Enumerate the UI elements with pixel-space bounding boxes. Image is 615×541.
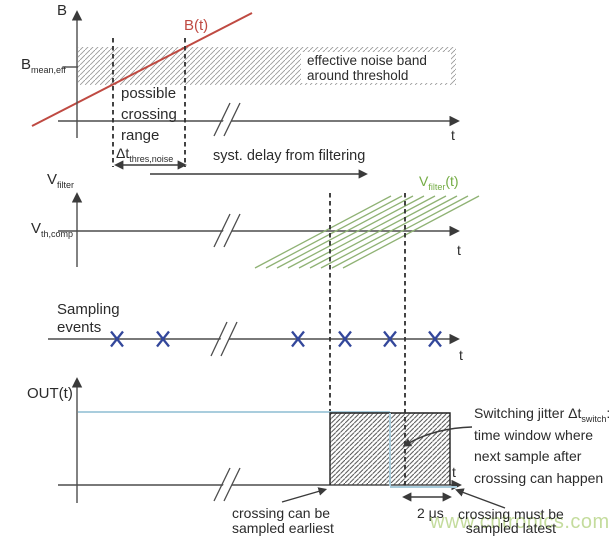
earliest-label: crossing can be sampled earliest	[232, 505, 334, 536]
vfilter-threshold-label: Vth,comp	[31, 220, 74, 239]
delay-label: syst. delay from filtering	[213, 148, 366, 164]
out-t-label: t	[452, 464, 456, 480]
latest-label: crossing must be sampled latest	[458, 506, 564, 536]
vfilter-t-label: t	[457, 242, 461, 258]
b-axis-break-gap	[216, 103, 240, 136]
b-axis-label: B	[57, 2, 68, 19]
interval-label: 2 μs	[417, 505, 444, 521]
out-axis-label: OUT(t)	[27, 385, 73, 402]
crossing-range-label: possible crossing range	[121, 85, 177, 144]
latest-leader	[455, 488, 506, 509]
sampling-axis-break-gap	[213, 322, 237, 355]
sampling-axis-break	[210, 321, 228, 357]
earliest-leader	[281, 487, 328, 503]
vfilter-axis-label: Vfilter	[47, 171, 75, 190]
out-axis-break	[213, 467, 231, 502]
vfilter-signal-bundle	[254, 195, 480, 269]
out-axis-break-gap	[216, 467, 240, 500]
sampling-label: Sampling events	[57, 301, 120, 336]
noise-band-label-bg	[301, 52, 451, 83]
noise-band-label: effective noise band around threshold	[307, 53, 427, 83]
sampling-t-label: t	[459, 347, 463, 363]
b-threshold-label: Bmean,eff	[21, 56, 66, 75]
vfilter-axis-break-gap	[216, 213, 240, 246]
jitter-label: Δtthres,noise	[116, 145, 174, 164]
switching-jitter-label: Switching jitter Δtswitch: time window w…	[474, 405, 611, 486]
b-axis-break	[213, 102, 231, 137]
sampling-marks	[110, 330, 442, 348]
b-t-label: t	[451, 127, 455, 143]
b-signal-label: B(t)	[184, 17, 209, 34]
vfilter-signal-label: Vfilter(t)	[419, 173, 459, 192]
switching-jitter-pointer	[402, 426, 473, 447]
vfilter-axis-break	[213, 213, 231, 248]
watermark: www.cntronics.com	[430, 511, 610, 533]
b-signal-line	[31, 12, 253, 127]
